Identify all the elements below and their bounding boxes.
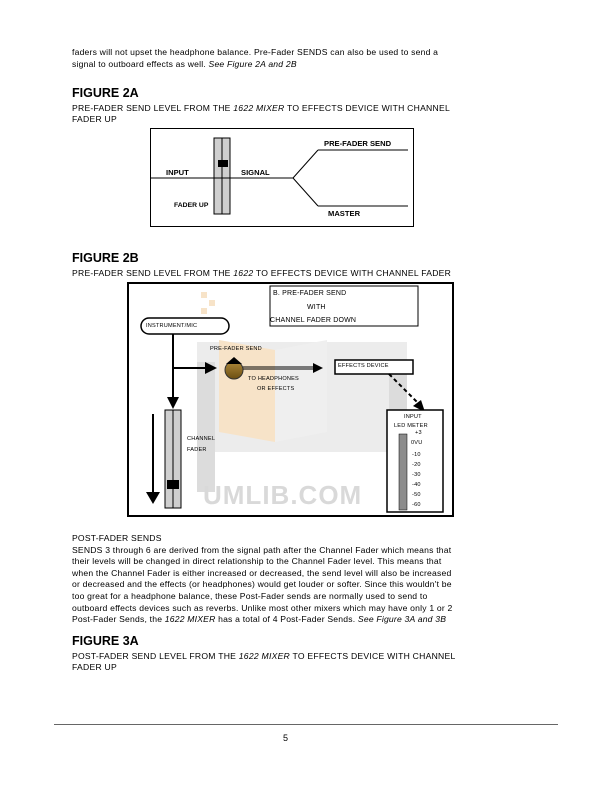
meter-tick: -40 — [412, 482, 421, 488]
watermark-text: UMLIB.COM — [203, 480, 363, 510]
box-title-line-3: CHANNEL FADER DOWN — [270, 317, 357, 324]
pre-fader-send-label-2b: PRE-FADER SEND — [210, 346, 262, 352]
box-title-line-2: WITH — [307, 304, 326, 311]
instrument-mic-box — [140, 317, 230, 335]
figure-reference: See Figure 2A and 2B — [208, 58, 297, 69]
meter-tick: +3 — [415, 430, 422, 436]
figure-2a-diagram — [150, 128, 414, 227]
box-title-line-1: B. PRE-FADER SEND — [273, 290, 347, 297]
or-effects-label: OR EFFECTS — [257, 386, 295, 392]
pre-fader-send-label: PRE-FADER SEND — [324, 139, 392, 148]
effects-device-label: EFFECTS DEVICE — [338, 363, 389, 369]
figure-2a-caption: PRE-FADER SEND LEVEL FROM THE 1622 MIXER… — [72, 103, 450, 125]
title-box — [269, 285, 419, 327]
meter-tick: -10 — [412, 452, 421, 458]
footer-rule — [54, 724, 558, 725]
instrument-mic-label: INSTRUMENT/MIC — [146, 323, 198, 329]
figure-2b-diagram — [127, 282, 454, 517]
led-meter-box — [386, 409, 444, 513]
meter-tick: -20 — [412, 462, 421, 468]
effects-device-box — [334, 359, 414, 375]
signal-label: SIGNAL — [241, 168, 270, 177]
to-headphones-label: TO HEADPHONES — [248, 376, 299, 382]
post-fader-heading: POST-FADER SENDS — [72, 533, 162, 543]
intro-paragraph: faders will not upset the headphone bala… — [72, 47, 504, 70]
meter-tick: -60 — [412, 502, 421, 508]
figure-2b-caption: PRE-FADER SEND LEVEL FROM THE 1622 TO EF… — [72, 268, 452, 278]
figure-3a-title: FIGURE 3A — [72, 634, 139, 648]
post-fader-section: POST-FADER SENDS SENDS 3 through 6 are d… — [72, 533, 504, 626]
intro-line-1: faders will not upset the headphone bala… — [72, 47, 439, 57]
input-label: INPUT — [166, 168, 189, 177]
figure-reference: See Figure 3A and 3B — [357, 614, 447, 625]
meter-input-label: INPUT — [404, 414, 422, 420]
fader-knob — [218, 160, 228, 167]
fader-label: FADER — [187, 447, 207, 453]
channel-label: CHANNEL — [187, 436, 216, 442]
figure-2b-title: FIGURE 2B — [72, 251, 139, 265]
figure-2a-title: FIGURE 2A — [72, 86, 139, 100]
intro-line-2: signal to outboard effects as well. — [72, 58, 209, 69]
led-meter-label: LED METER — [394, 423, 428, 429]
channel-fader-knob — [167, 480, 179, 489]
master-label: MASTER — [328, 209, 361, 218]
figure-3a-caption: POST-FADER SEND LEVEL FROM THE 1622 MIXE… — [72, 651, 456, 673]
meter-tick: -50 — [412, 492, 421, 498]
led-meter-bar — [398, 433, 408, 511]
meter-tick: -30 — [412, 472, 421, 478]
meter-tick: 0VU — [411, 440, 423, 446]
fader-up-label: FADER UP — [174, 202, 209, 209]
page-number: 5 — [283, 733, 289, 743]
